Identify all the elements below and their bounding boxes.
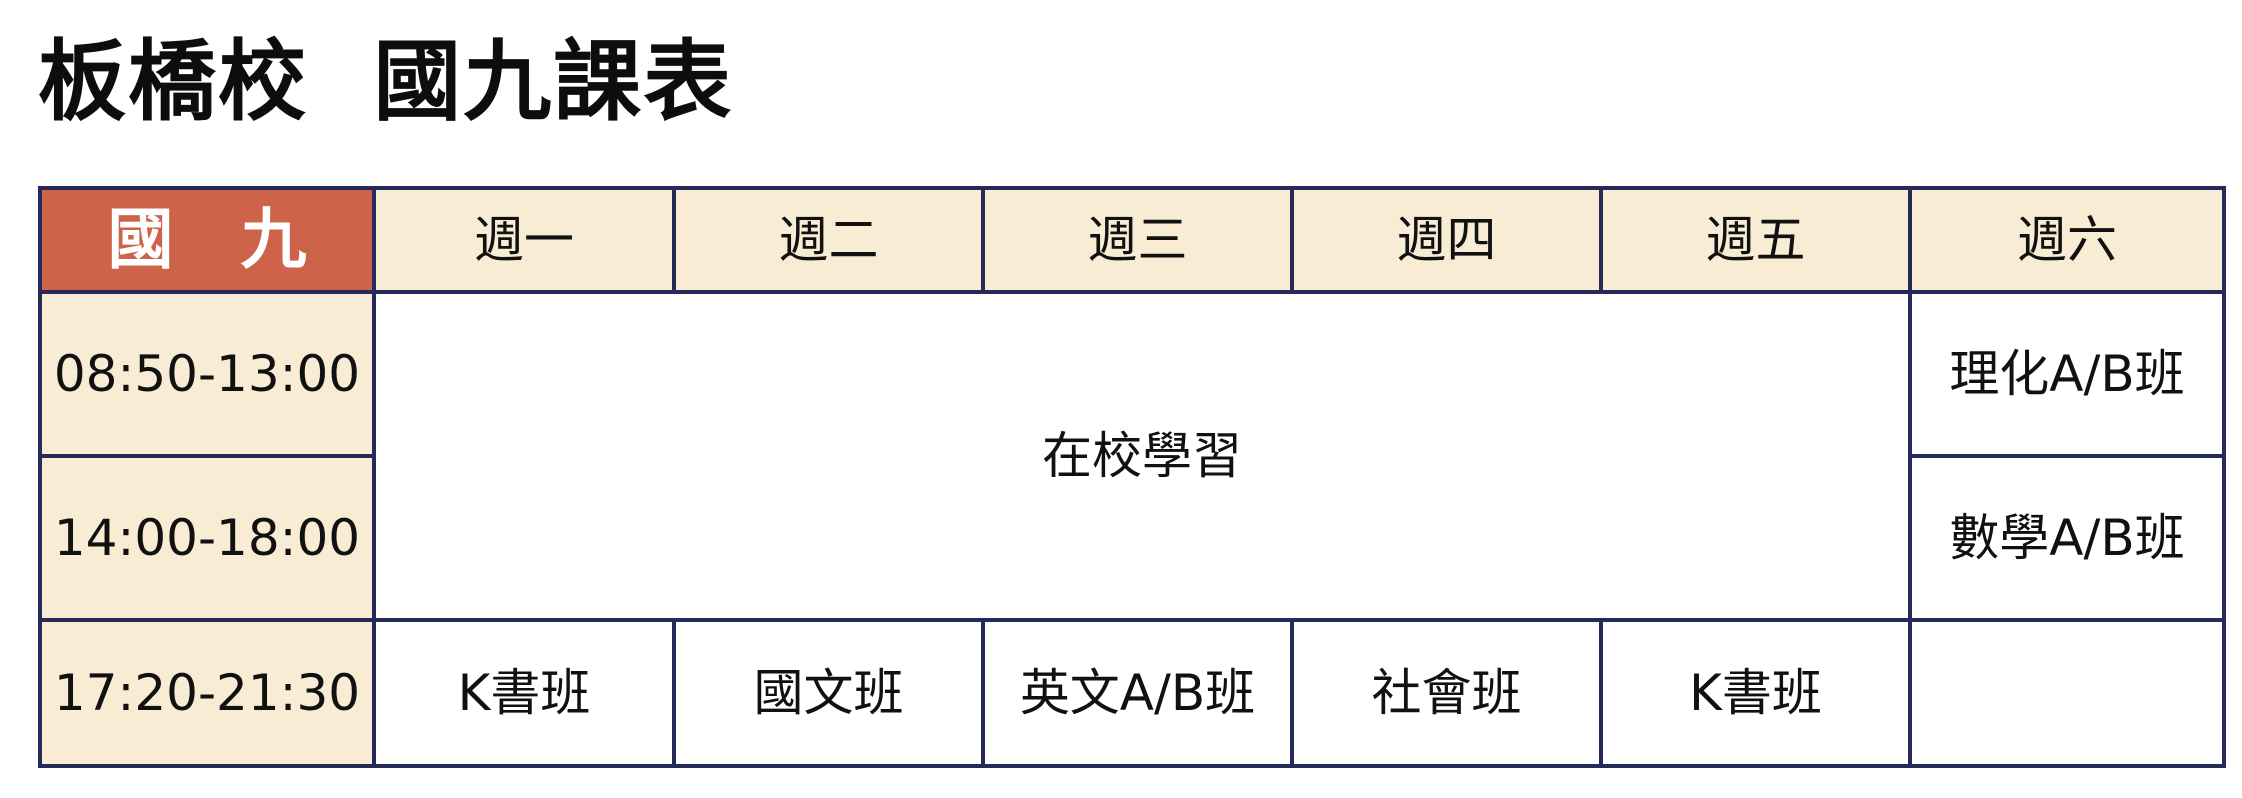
- slot-row-evening: 17:20-21:30 K書班 國文班 英文A/B班 社會班 K書班: [38, 618, 2226, 768]
- header-row: 國 九 週一 週二 週三 週四 週五 週六: [38, 186, 2226, 294]
- mon-evening-class: K書班: [372, 618, 676, 768]
- fri-evening-class: K書班: [1599, 618, 1912, 768]
- sat-morning-class: 理化A/B班: [1908, 290, 2226, 458]
- day-header-sat: 週六: [1908, 186, 2226, 294]
- weekday-daytime-cell: 在校學習: [372, 290, 1912, 622]
- day-header-mon: 週一: [372, 186, 676, 294]
- timetable: 國 九 週一 週二 週三 週四 週五 週六 08:50-13:00 在校學習 理…: [38, 186, 2226, 768]
- slot-row-afternoon: 14:00-18:00 數學A/B班: [38, 454, 2226, 622]
- time-slot-morning: 08:50-13:00: [38, 290, 376, 458]
- tue-evening-class: 國文班: [672, 618, 985, 768]
- day-header-wed: 週三: [981, 186, 1294, 294]
- day-header-tue: 週二: [672, 186, 985, 294]
- page-title: 板橋校 國九課表: [38, 30, 734, 133]
- wed-evening-class: 英文A/B班: [981, 618, 1294, 768]
- day-header-fri: 週五: [1599, 186, 1912, 294]
- sat-afternoon-class: 數學A/B班: [1908, 454, 2226, 622]
- day-header-thu: 週四: [1290, 186, 1603, 294]
- time-slot-evening: 17:20-21:30: [38, 618, 376, 768]
- slot-row-morning: 08:50-13:00 在校學習 理化A/B班: [38, 290, 2226, 622]
- time-slot-afternoon: 14:00-18:00: [38, 454, 376, 622]
- thu-evening-class: 社會班: [1290, 618, 1603, 768]
- sat-evening-class: [1908, 618, 2226, 768]
- grade-label-cell: 國 九: [38, 186, 376, 294]
